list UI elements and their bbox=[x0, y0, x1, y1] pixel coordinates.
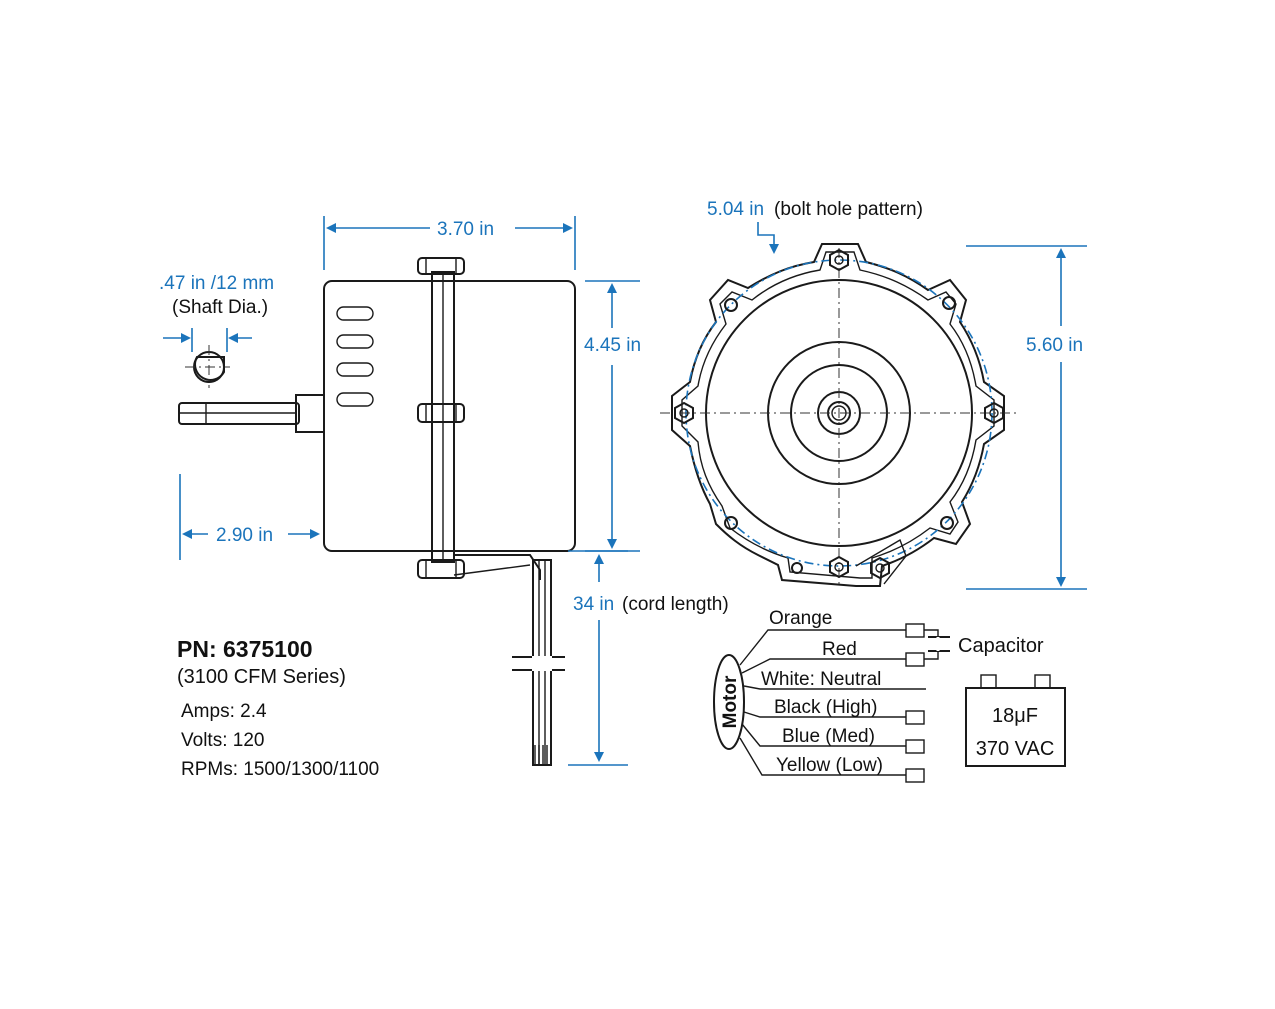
hex-nuts bbox=[674, 248, 1004, 580]
part-number: PN: 6375100 bbox=[177, 636, 313, 662]
spec-volts: Volts: 120 bbox=[181, 730, 264, 751]
motor-body bbox=[323, 280, 576, 552]
dim-bolt-pattern: 5.04 in (bolt hole pattern) bbox=[707, 199, 923, 254]
side-view: 3.70 in .47 in /12 mm (Shaft Dia.) 4.45 … bbox=[159, 216, 729, 766]
dim-overall-height-text: 5.60 in bbox=[1026, 335, 1083, 356]
spec-rpms: RPMs: 1500/1300/1100 bbox=[181, 759, 379, 780]
front-view: 5.04 in (bolt hole pattern) 5.60 in bbox=[660, 199, 1087, 590]
dim-shaft-dia: .47 in /12 mm (Shaft Dia.) bbox=[159, 273, 274, 352]
dim-body-height-text: 4.45 in bbox=[584, 335, 641, 356]
vent-slots bbox=[336, 306, 374, 407]
dim-body-length-text: 3.70 in bbox=[437, 219, 494, 240]
motor-node bbox=[713, 654, 745, 750]
wire-white: White: Neutral bbox=[761, 669, 881, 690]
dim-cord-length-value: 34 in bbox=[573, 594, 614, 615]
dim-bolt-pattern-label: (bolt hole pattern) bbox=[774, 199, 923, 220]
capacitor-symbol bbox=[924, 629, 950, 660]
dim-cord-length: 34 in (cord length) bbox=[568, 550, 729, 766]
part-series: (3100 CFM Series) bbox=[177, 666, 346, 688]
motor-label: Motor bbox=[720, 675, 741, 728]
capacitor-voltage: 370 VAC bbox=[976, 738, 1055, 760]
bolt-holes bbox=[724, 296, 956, 574]
terminals bbox=[905, 623, 925, 783]
wiring-diagram: Motor Orange Red White: Neutral Black (H… bbox=[713, 608, 1066, 783]
shaft-section bbox=[185, 345, 230, 388]
wire-red: Red bbox=[822, 639, 857, 660]
dim-cord-length-label: (cord length) bbox=[622, 594, 729, 615]
capacitor-rating: 18μF bbox=[992, 705, 1038, 727]
dim-body-height: 4.45 in bbox=[584, 280, 641, 552]
flange-bolts bbox=[417, 257, 465, 579]
capacitor-box: 18μF 370 VAC bbox=[965, 674, 1066, 767]
wire-blue: Blue (Med) bbox=[782, 726, 875, 747]
capacitor-label: Capacitor bbox=[958, 635, 1044, 657]
wire-yellow: Yellow (Low) bbox=[776, 755, 883, 776]
wire-black: Black (High) bbox=[774, 697, 877, 718]
wire-orange: Orange bbox=[769, 608, 832, 629]
spec-amps: Amps: 2.4 bbox=[181, 701, 267, 722]
dim-shaft-dia-text: .47 in /12 mm bbox=[159, 273, 274, 294]
dim-shaft-length: 2.90 in bbox=[179, 474, 320, 560]
part-info: PN: 6375100 (3100 CFM Series) Amps: 2.4 … bbox=[177, 636, 379, 780]
dim-shaft-dia-label: (Shaft Dia.) bbox=[172, 297, 268, 318]
housing-outline bbox=[671, 243, 1005, 587]
dim-bolt-pattern-value: 5.04 in bbox=[707, 199, 764, 220]
cord bbox=[453, 554, 565, 766]
dim-overall-height: 5.60 in bbox=[966, 245, 1087, 590]
shaft bbox=[178, 394, 325, 433]
dim-shaft-length-text: 2.90 in bbox=[216, 525, 273, 546]
wires bbox=[739, 629, 926, 776]
dim-body-length: 3.70 in bbox=[323, 216, 576, 270]
